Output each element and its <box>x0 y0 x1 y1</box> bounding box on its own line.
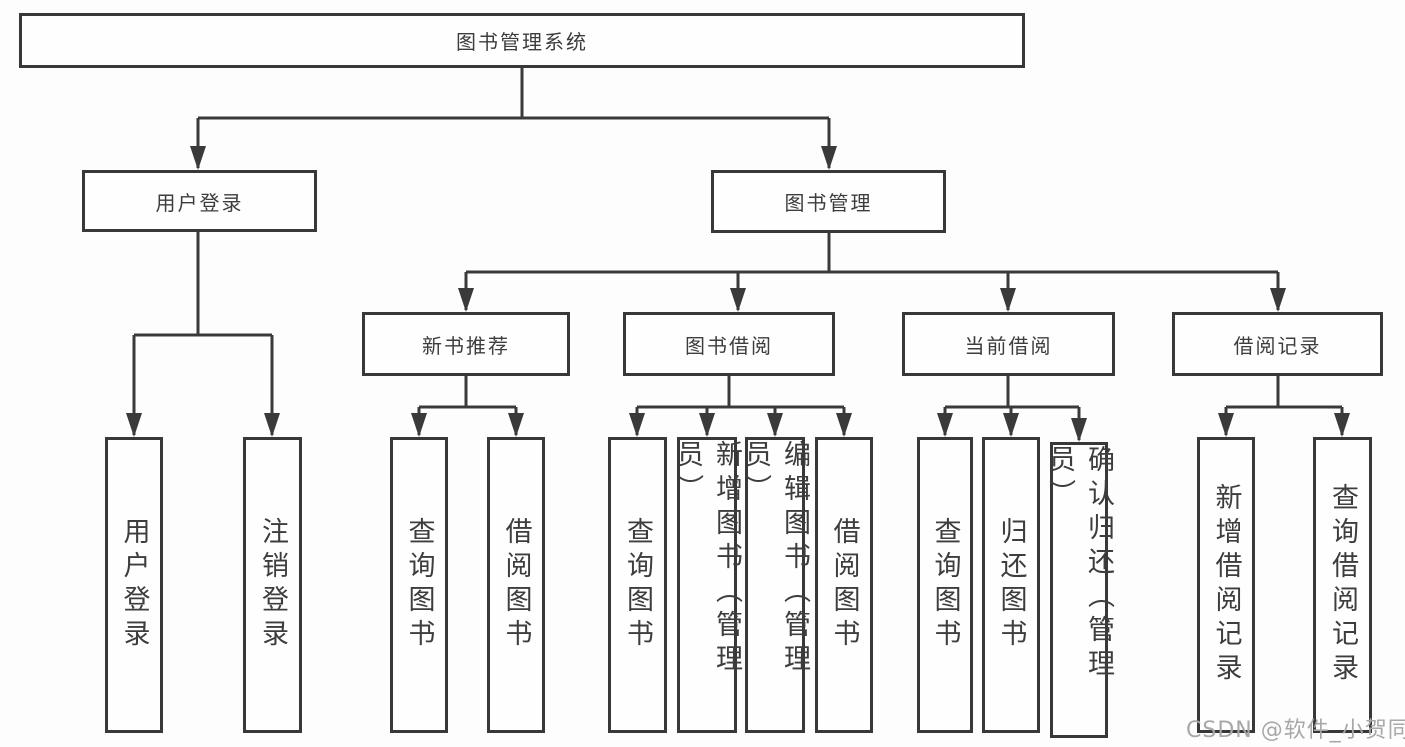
leaf-current-query-books: 查询图书 <box>917 437 973 733</box>
leaf-records-query-record: 查询借阅记录 <box>1313 437 1372 733</box>
node-borrow-records: 借阅记录 <box>1172 312 1383 376</box>
node-root-system: 图书管理系统 <box>19 13 1025 68</box>
tree-connector-path <box>132 68 1344 440</box>
leaf-newrec-query-books: 查询图书 <box>390 437 448 733</box>
leaf-borrow-borrow-books: 借阅图书 <box>815 437 873 733</box>
leaf-borrow-query-books: 查询图书 <box>608 437 667 733</box>
leaf-current-confirm-return-admin: 确认归还（管理员） <box>1044 442 1114 738</box>
node-book-management: 图书管理 <box>711 170 946 233</box>
node-new-book-recommend: 新书推荐 <box>362 312 570 376</box>
node-book-borrow: 图书借阅 <box>623 312 835 376</box>
leaf-logout-login: 注销登录 <box>243 437 302 733</box>
leaf-records-add-record: 新增借阅记录 <box>1197 437 1255 733</box>
leaf-newrec-borrow-books: 借阅图书 <box>487 437 545 733</box>
leaf-borrow-edit-books-admin: 编辑图书（管理员） <box>740 437 810 733</box>
leaf-current-return-books: 归还图书 <box>982 437 1040 733</box>
leaf-borrow-add-books-admin: 新增图书（管理员） <box>672 437 742 733</box>
node-user-login: 用户登录 <box>82 170 317 232</box>
csdn-watermark: CSDN @软件_小贺同学 <box>1186 718 1405 743</box>
arrowhead-icons <box>126 146 1350 442</box>
leaf-user-login: 用户登录 <box>105 437 163 733</box>
node-current-borrow: 当前借阅 <box>902 312 1115 376</box>
